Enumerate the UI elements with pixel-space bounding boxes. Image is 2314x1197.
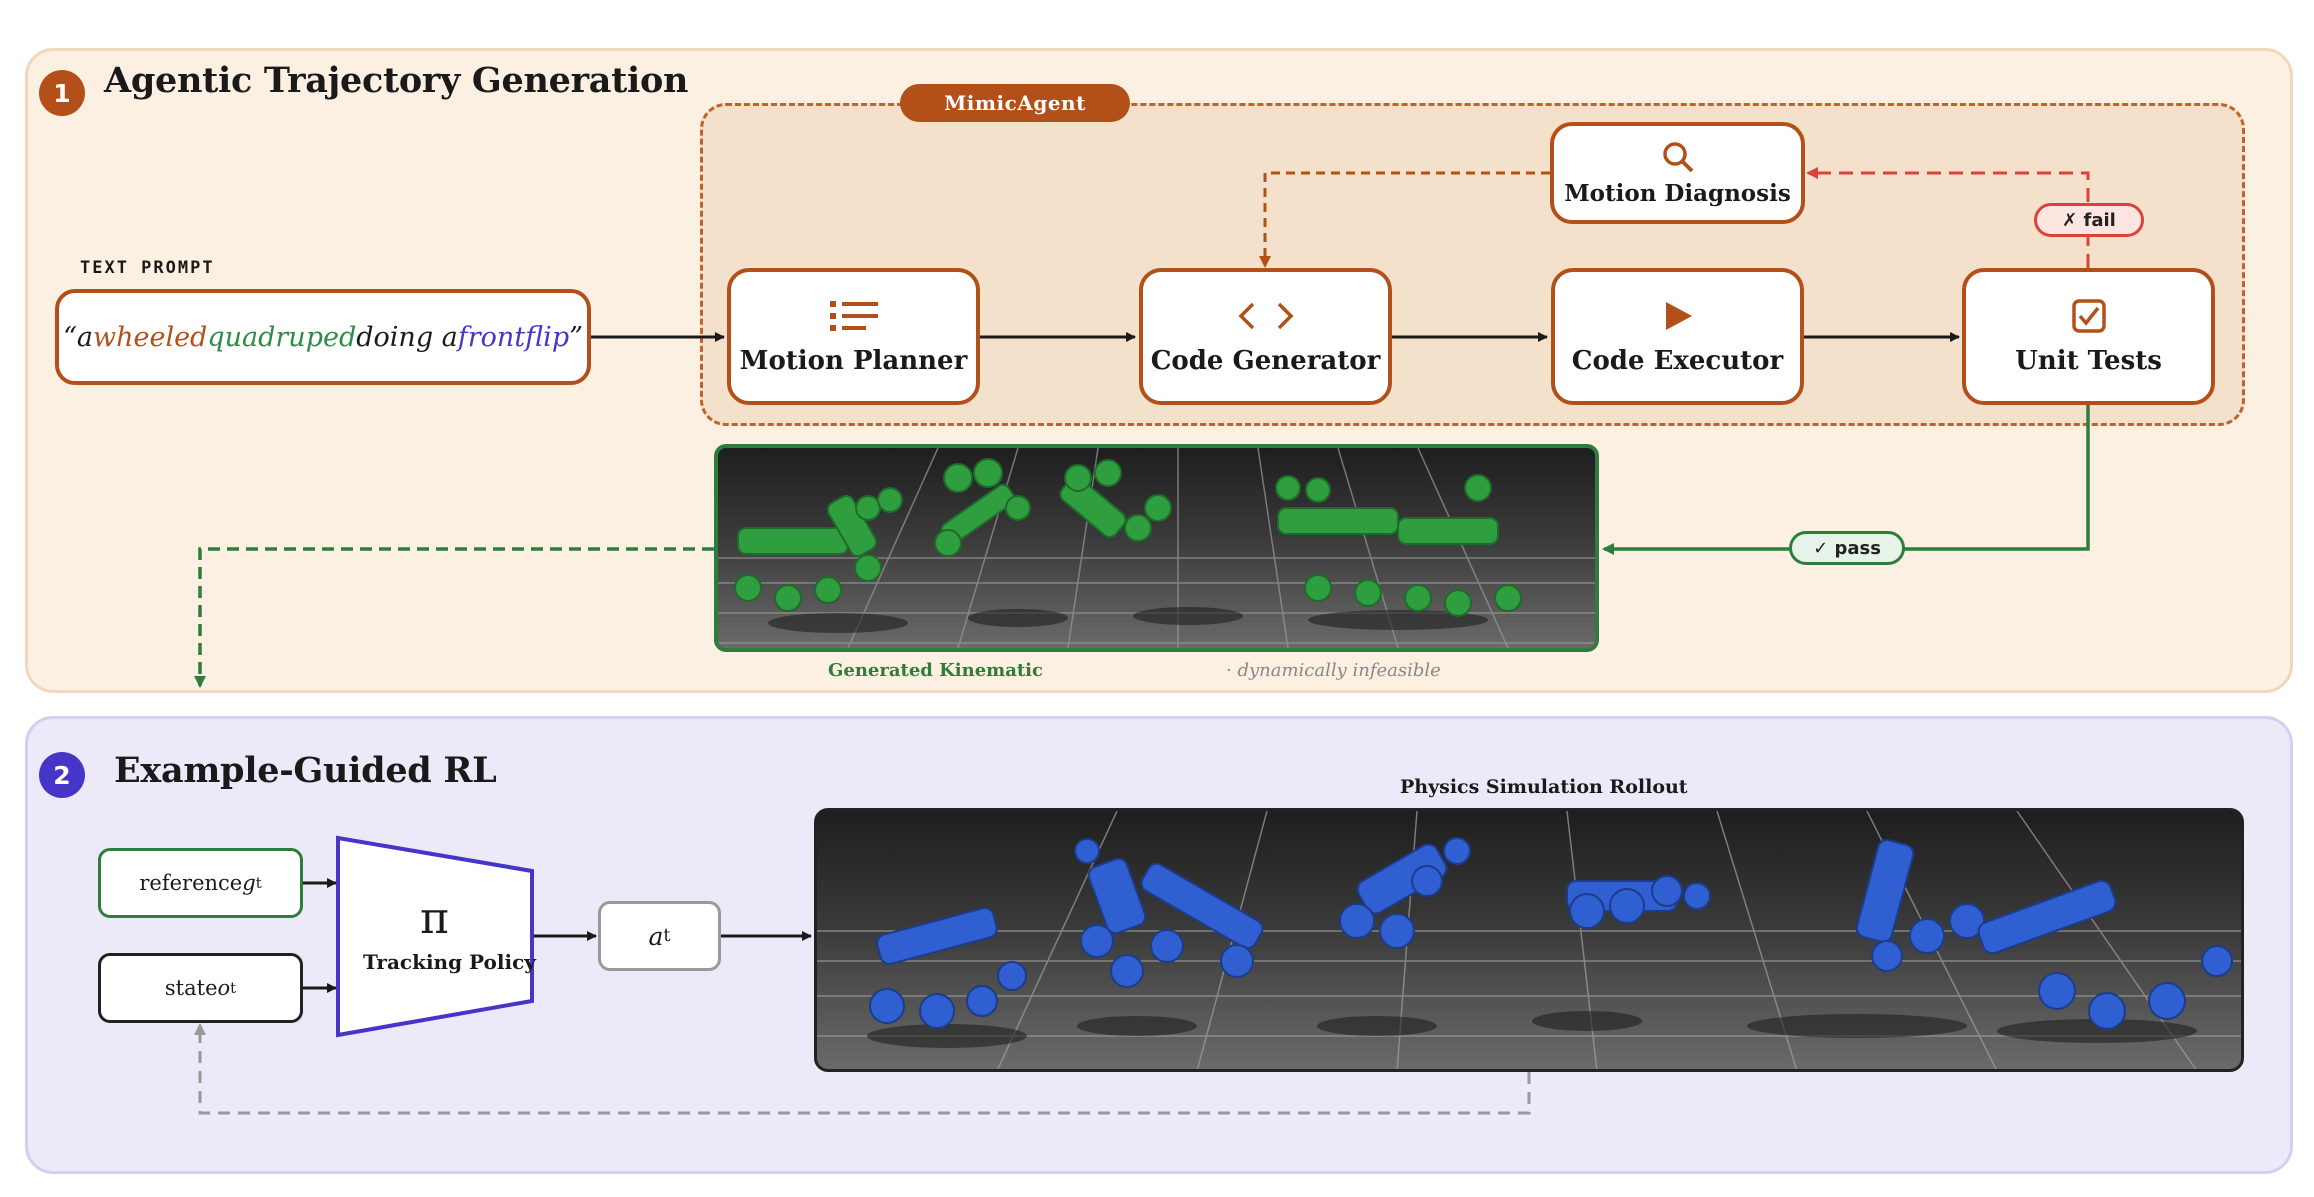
kinematic-robots-image: [718, 448, 1595, 648]
reference-var: g: [242, 871, 256, 895]
code-icon: [1238, 302, 1293, 329]
search-icon: [1662, 141, 1693, 172]
prompt-label: TEXT PROMPT: [80, 258, 215, 278]
prompt-open: “a: [63, 321, 93, 353]
arrow-diagnosis-to-generator: [1259, 171, 1550, 268]
arrow-tests-to-kinematic: [1602, 405, 2090, 555]
reference-text: reference: [139, 871, 243, 895]
mimicagent-label: MimicAgent: [900, 84, 1130, 122]
tracking-policy-shape: [336, 835, 534, 1038]
prompt-mid: doing a: [356, 321, 458, 353]
unit-tests-label: Unit Tests: [2015, 345, 2162, 376]
action-var: a: [648, 921, 664, 951]
motion-diagnosis-node: Motion Diagnosis: [1550, 122, 1805, 224]
physics-rollout-render: [814, 808, 2244, 1072]
play-icon: [1665, 301, 1692, 330]
reference-sub: t: [255, 874, 262, 892]
policy-pi-symbol: π: [420, 893, 449, 944]
generated-kinematic-render: [714, 444, 1599, 652]
stage2-number-badge: 2: [39, 752, 85, 798]
prompt-close: ”: [569, 321, 583, 353]
arrow-kinematic-to-stage2: [194, 547, 714, 688]
checkbox-icon: [2071, 298, 2106, 333]
motion-diagnosis-label: Motion Diagnosis: [1564, 179, 1791, 207]
stage1-number-badge: 1: [39, 70, 85, 116]
infeasible-caption: · dynamically infeasible: [1226, 660, 1441, 681]
pass-badge: ✓ pass: [1789, 531, 1905, 565]
prompt-word-quadruped: quadruped: [207, 321, 357, 353]
code-generator-label: Code Generator: [1150, 345, 1381, 376]
motion-planner-label: Motion Planner: [739, 345, 968, 376]
stage2-title: Example-Guided RL: [114, 750, 497, 791]
text-prompt-box: “a wheeled quadruped doing a frontflip”: [55, 289, 591, 385]
code-generator-node: Code Generator: [1139, 268, 1392, 405]
state-var: o: [217, 976, 231, 1000]
unit-tests-node: Unit Tests: [1962, 268, 2215, 405]
rollout-robots-image: [817, 811, 2241, 1069]
kinematic-caption: Generated Kinematic: [828, 660, 1043, 681]
tracking-policy-label: Tracking Policy: [363, 950, 536, 974]
code-executor-node: Code Executor: [1551, 268, 1804, 405]
prompt-word-frontflip: frontflip: [457, 321, 570, 353]
stage1-title: Agentic Trajectory Generation: [104, 60, 689, 101]
code-executor-label: Code Executor: [1571, 345, 1784, 376]
prompt-word-wheeled: wheeled: [92, 321, 208, 353]
list-icon: [829, 300, 878, 331]
motion-planner-node: Motion Planner: [727, 268, 980, 405]
state-text: state: [164, 976, 218, 1000]
state-sub: t: [230, 979, 237, 997]
fail-badge: ✗ fail: [2034, 203, 2144, 237]
rollout-caption: Physics Simulation Rollout: [1400, 776, 1688, 798]
arrow-sim-feedback-to-state: [194, 1023, 1531, 1115]
action-sub: t: [663, 926, 671, 946]
